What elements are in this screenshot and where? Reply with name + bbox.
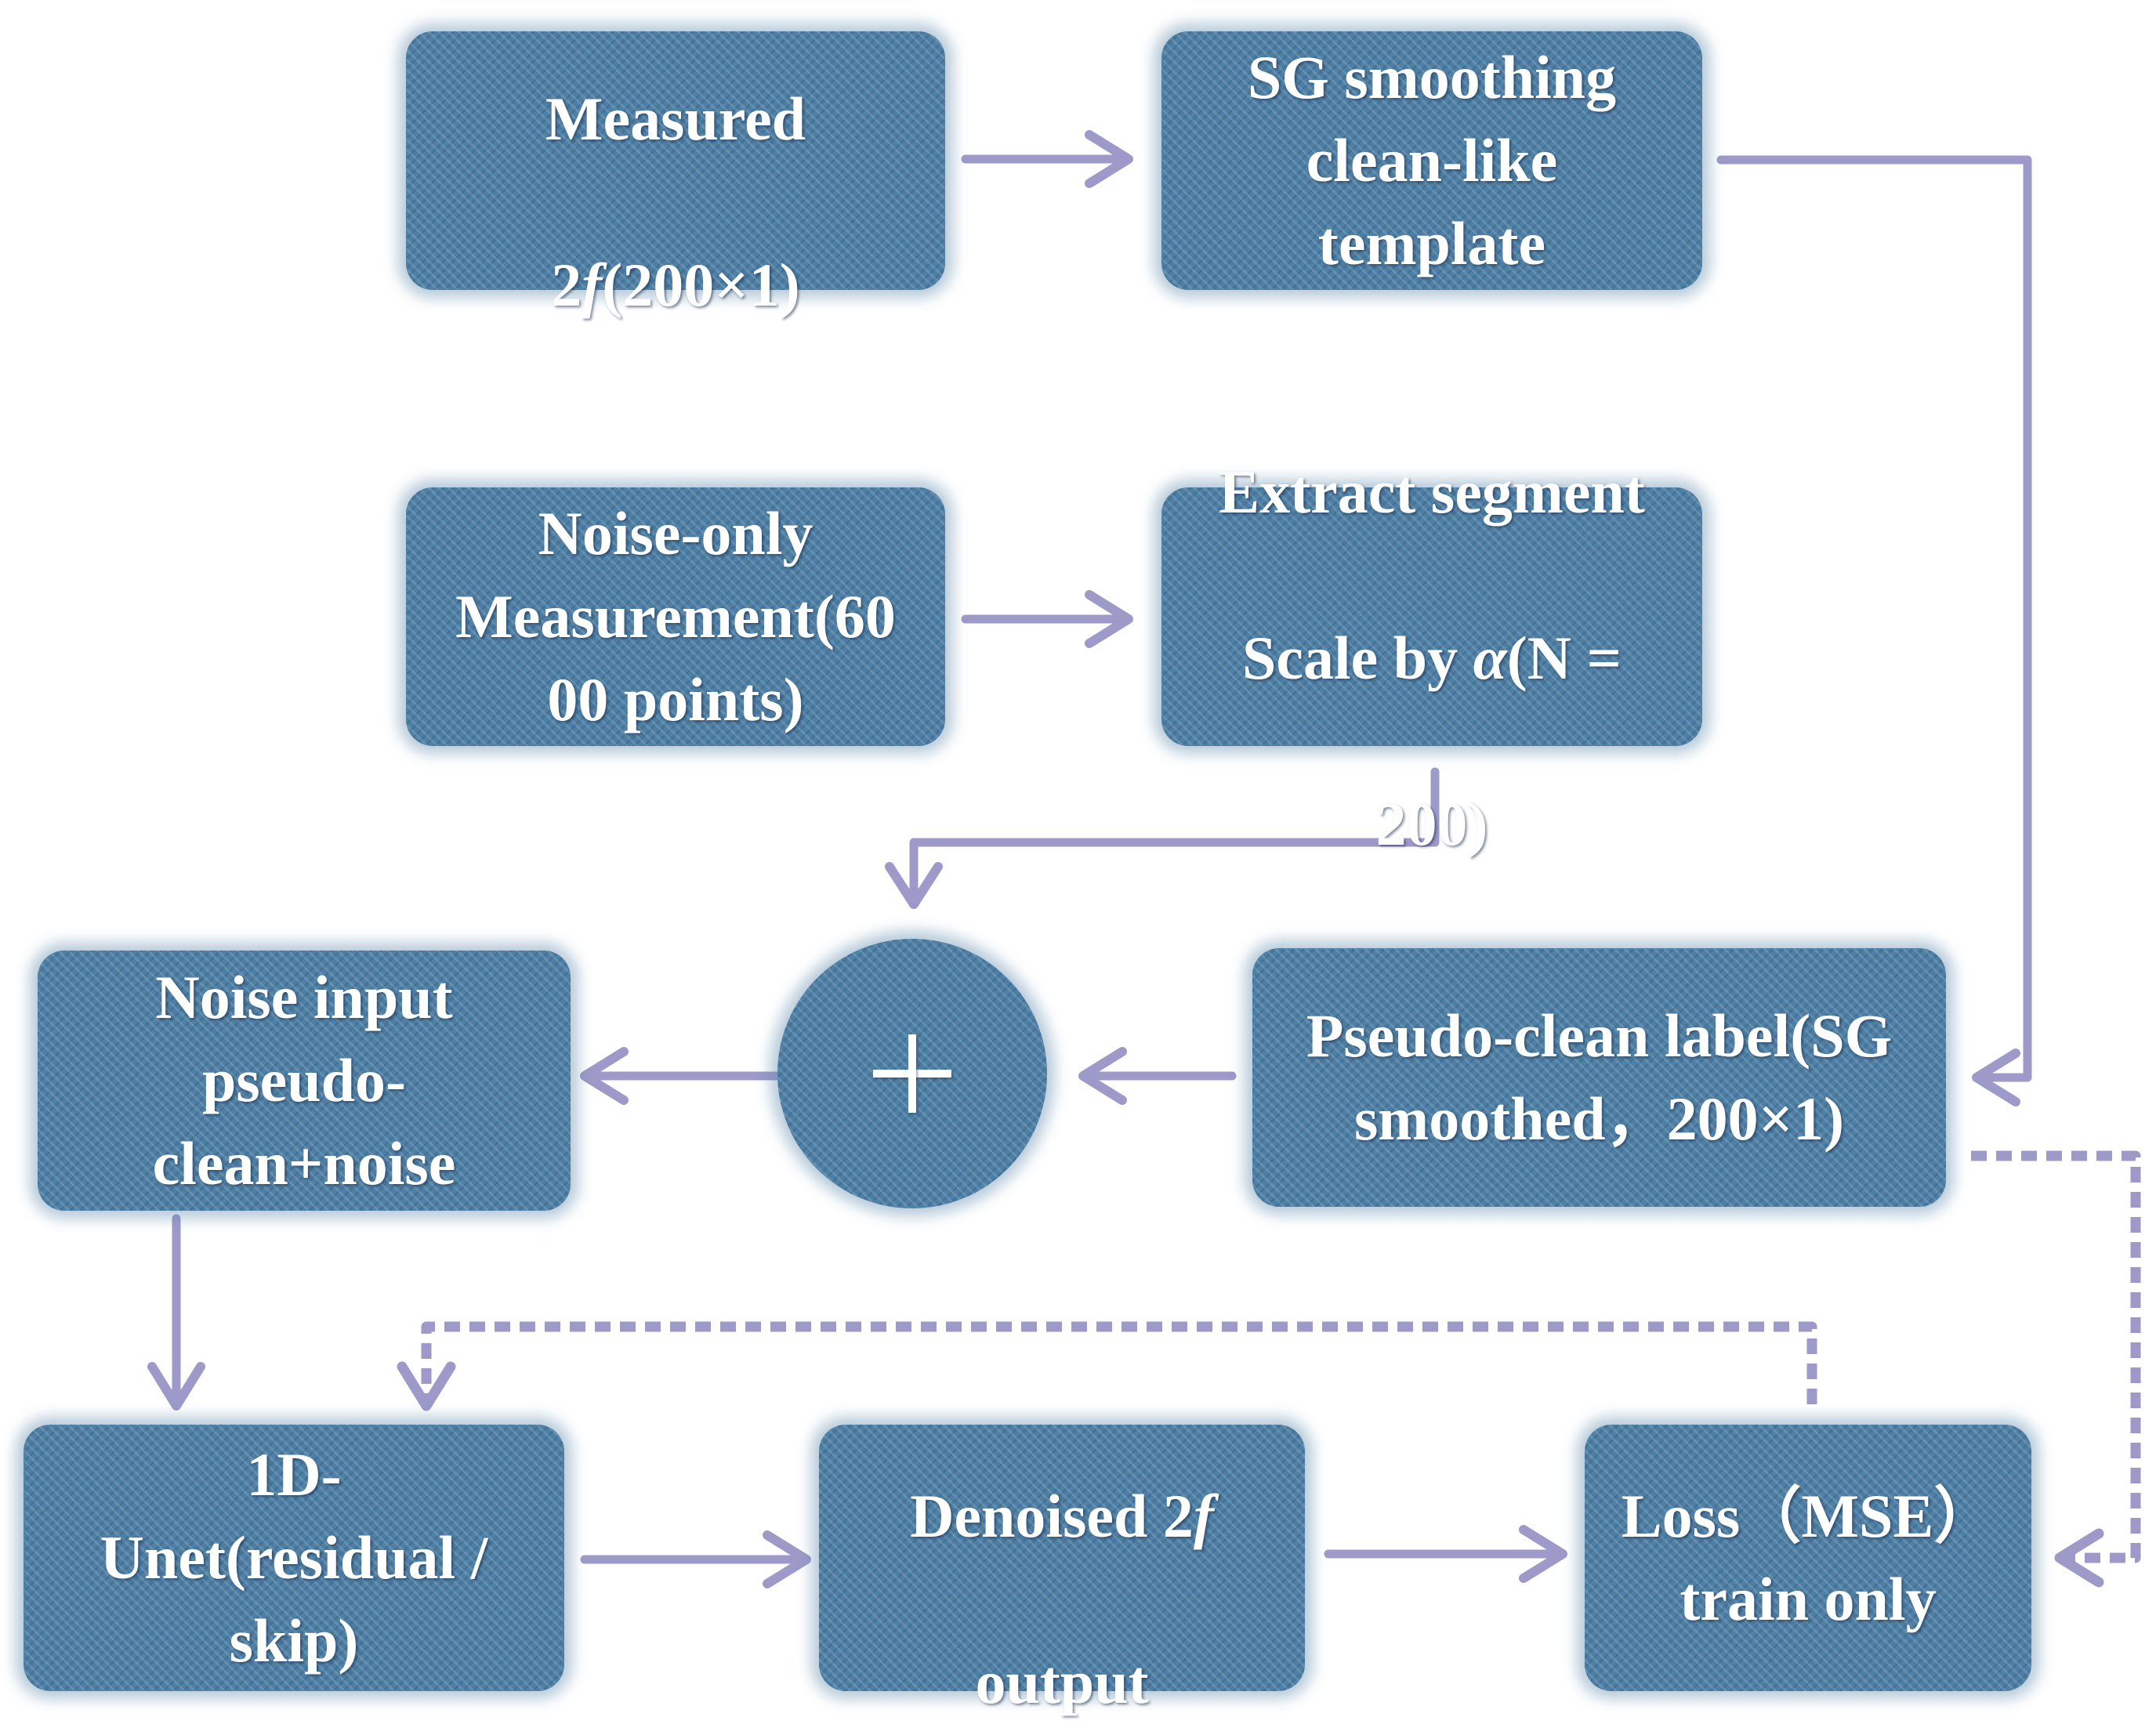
loss-box: Loss（MSE） train only: [1585, 1425, 2031, 1691]
pseudo-clean-label-text: Pseudo-clean label(SG smoothed，200×1): [1306, 1001, 1893, 1153]
dashed-arrow-loss-to-unet: [397, 1321, 1817, 1411]
sg-smoothing-template-box: SG smoothing clean-like template: [1161, 31, 1702, 290]
denoised-line1-prefix: Denoised 2: [910, 1482, 1194, 1550]
measured-size-prefix: 2: [551, 251, 582, 319]
loss-text: Loss（MSE） train only: [1621, 1482, 1995, 1633]
noise-input-text: Noise input pseudo- clean+noise: [152, 963, 456, 1197]
extract-line2-suffix: (N =: [1506, 624, 1622, 692]
noise-only-measurement-box: Noise-only Measurement(60 00 points): [406, 487, 945, 746]
denoised-output-box: Denoised 2f output: [819, 1425, 1305, 1716]
extract-line1: Extract segment: [1219, 458, 1645, 526]
measured-size-symbol: f: [582, 251, 603, 319]
arrow-noise-input-to-unet: [147, 1214, 205, 1411]
dashed-arrow-pseudo-label-to-loss: [1971, 1150, 2141, 1588]
sg-smoothing-template-text: SG smoothing clean-like template: [1247, 43, 1617, 277]
extract-segment-box: Extract segment Scale by α(N = 200): [1161, 458, 1702, 858]
measured-label: Measured: [545, 85, 806, 153]
extract-line2-prefix: Scale by: [1241, 624, 1473, 692]
arrow-noise-to-extract: [961, 590, 1133, 648]
denoised-line2: output: [975, 1648, 1149, 1716]
measured-signal-box: Measured 2f(200×1): [406, 31, 945, 319]
extract-alpha-symbol: α: [1473, 624, 1507, 692]
noise-input-box: Noise input pseudo- clean+noise: [38, 951, 571, 1211]
arrow-measured-to-sg: [961, 130, 1133, 188]
arrow-denoised-to-loss: [1324, 1525, 1567, 1583]
arrow-sg-to-pseudo-label: [1716, 155, 2032, 1106]
arrow-unet-to-denoised: [580, 1530, 811, 1588]
unet-box: 1D- Unet(residual / skip): [24, 1425, 564, 1691]
arrow-extract-to-sum: [885, 767, 1440, 909]
pseudo-clean-label-box: Pseudo-clean label(SG smoothed，200×1): [1252, 948, 1946, 1207]
plus-icon: [873, 1034, 951, 1113]
measured-size-suffix: (200×1): [602, 251, 800, 319]
noise-only-measurement-text: Noise-only Measurement(60 00 points): [455, 499, 896, 733]
denoised-f-symbol: f: [1193, 1482, 1214, 1550]
arrow-pseudo-label-to-sum: [1078, 1047, 1237, 1105]
extract-line3: 200): [1375, 790, 1488, 858]
arrow-sum-to-noise-input: [580, 1047, 781, 1105]
unet-text: 1D- Unet(residual / skip): [100, 1440, 488, 1675]
sum-node: [777, 939, 1047, 1208]
